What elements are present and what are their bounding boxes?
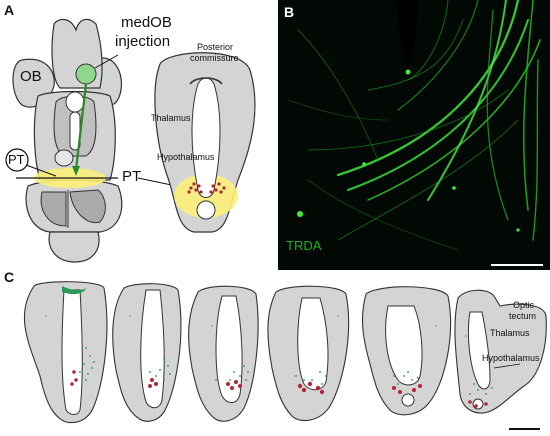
panel-b-micrograph: B TRDA bbox=[278, 0, 550, 270]
panel-c-section-series bbox=[23, 281, 547, 424]
panel-a-letter: A bbox=[4, 2, 15, 18]
pt-label: PT bbox=[122, 168, 142, 185]
posterior-label: Posterior bbox=[197, 42, 234, 52]
thalamus-label: Thalamus bbox=[151, 113, 191, 123]
panel-b-letter: B bbox=[284, 4, 295, 20]
c-optic-label: Optic bbox=[513, 300, 535, 310]
c-thalamus-label: Thalamus bbox=[490, 328, 530, 338]
commissure-label: commissure bbox=[190, 53, 239, 63]
hypothalamus-label: Hypothalamus bbox=[157, 152, 215, 162]
ob-label: OB bbox=[20, 68, 42, 85]
hindbrain bbox=[48, 231, 100, 263]
c-tectum-label: tectum bbox=[509, 311, 537, 321]
panel-a-brain-diagram bbox=[5, 18, 256, 263]
trda-label: TRDA bbox=[286, 238, 322, 253]
pt-circle-label: PT bbox=[8, 152, 25, 167]
panel-c-letter: C bbox=[4, 269, 15, 285]
medob-label: medOB bbox=[121, 14, 172, 31]
injection-label: injection bbox=[115, 33, 171, 50]
scale-bar-b bbox=[491, 264, 543, 266]
c-hypothalamus-label: Hypothalamus bbox=[482, 353, 540, 363]
scale-bar-c bbox=[509, 428, 540, 430]
